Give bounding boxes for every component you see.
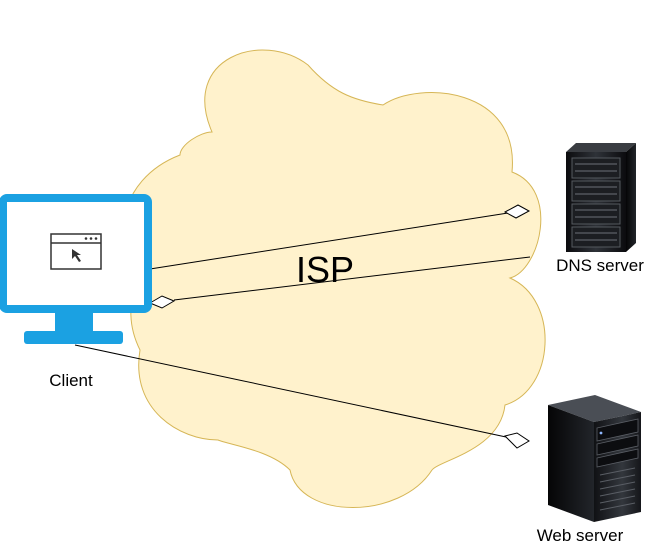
open-diamond-marker xyxy=(503,204,531,219)
web-server-tower-icon xyxy=(548,395,641,522)
open-diamond-marker xyxy=(504,432,530,449)
web-server-label: Web server xyxy=(537,526,624,545)
connector-client-dns-top xyxy=(149,204,531,270)
connector-dns-client-bottom xyxy=(148,256,531,309)
dns-server-rack-icon xyxy=(566,143,636,252)
cursor-arrow-icon xyxy=(72,249,81,262)
open-diamond-marker xyxy=(148,295,176,309)
client-label: Client xyxy=(49,371,93,390)
client-monitor-icon xyxy=(0,194,152,344)
dns-server-label: DNS server xyxy=(556,256,644,275)
connector-client-web xyxy=(74,344,530,449)
browser-window-icon xyxy=(50,233,102,270)
cloud-label: ISP xyxy=(296,249,354,290)
